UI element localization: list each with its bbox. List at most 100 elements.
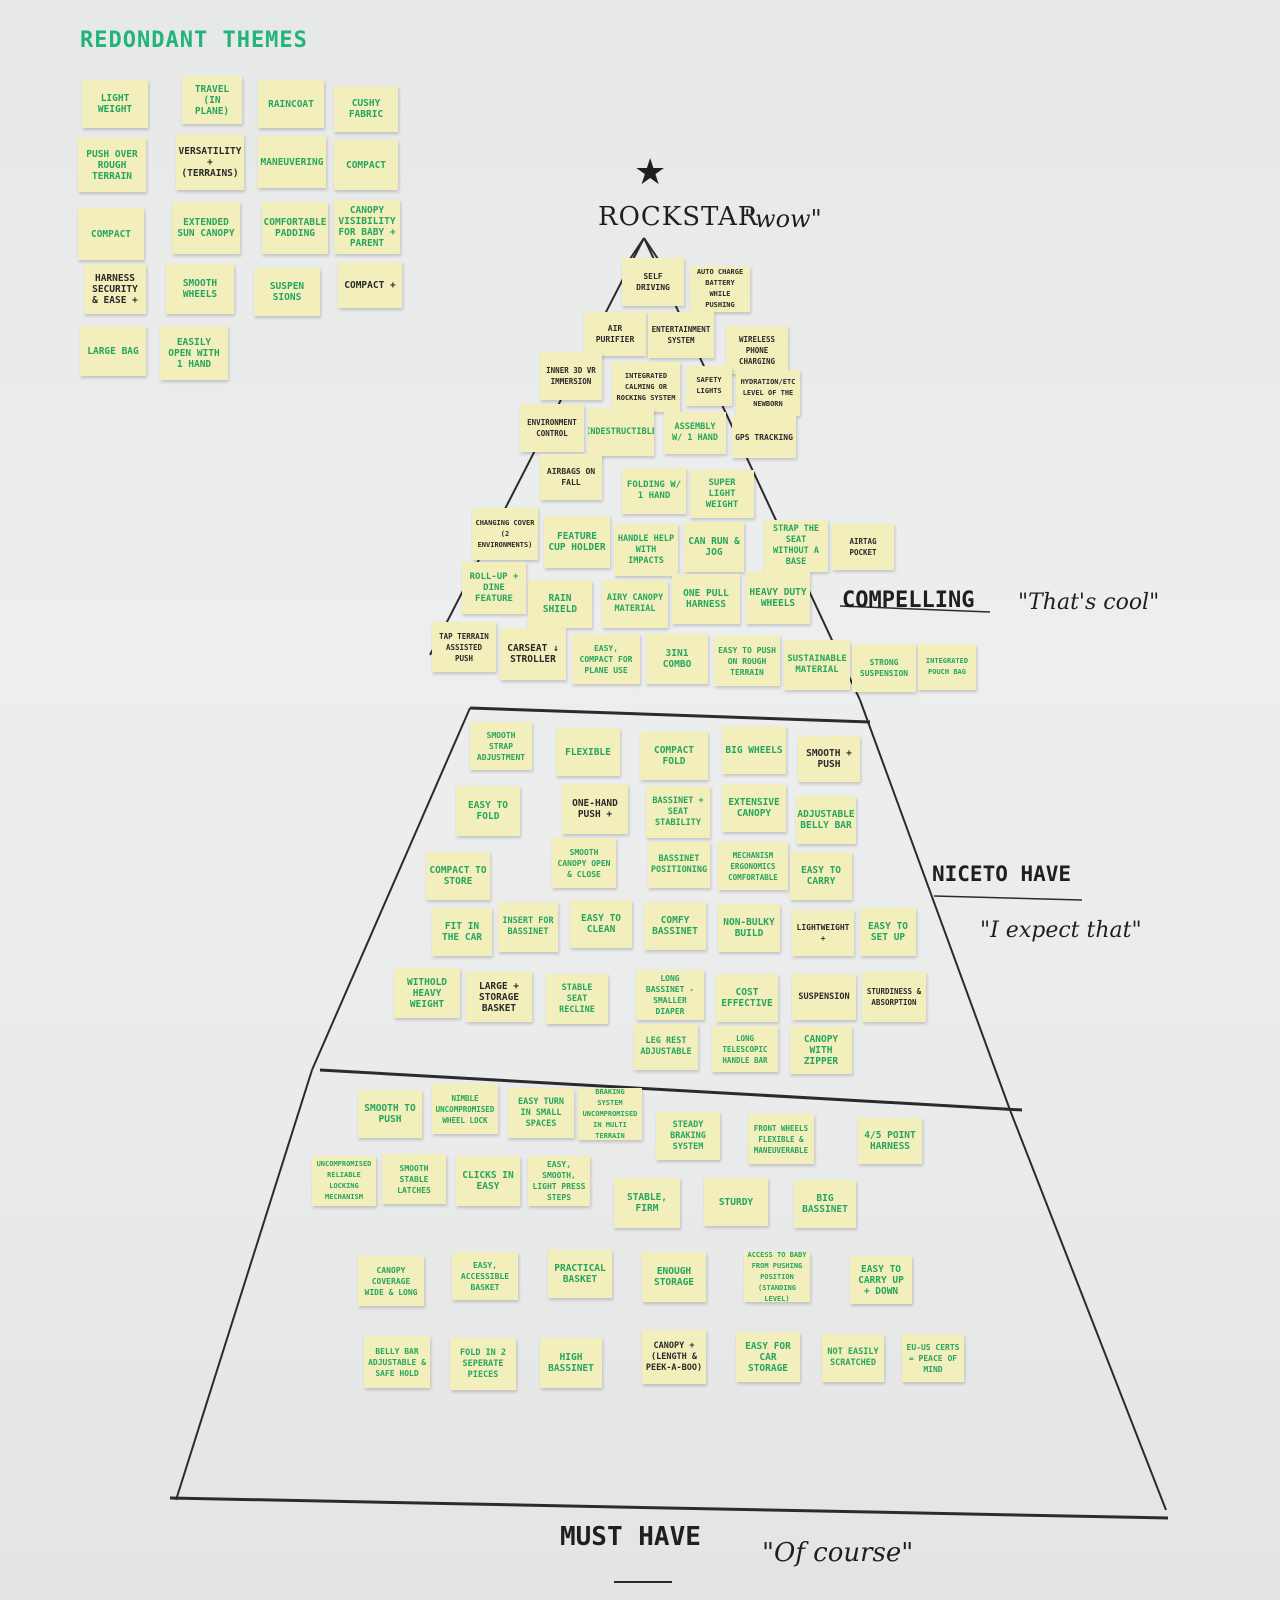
sticky-note: EASY, SMOOTH, LIGHT PRESS STEPS: [528, 1156, 590, 1206]
sticky-note: CANOPY + (LENGTH & PEEK-A-BOO): [642, 1330, 706, 1384]
sticky-note: LARGE BAG: [80, 326, 146, 376]
sticky-note: EXTENDED SUN CANOPY: [172, 202, 240, 254]
sticky-note: INDESTRUCTIBLE: [588, 408, 654, 456]
sticky-note: BIG WHEELS: [722, 726, 786, 774]
sticky-note: ASSEMBLY W/ 1 HAND: [664, 412, 726, 454]
sticky-note: INNER 3D VR IMMERSION: [540, 352, 602, 400]
sticky-note: ENOUGH STORAGE: [642, 1252, 706, 1302]
sticky-note: ROLL-UP + DINE FEATURE: [462, 562, 526, 614]
top-star-icon: ★: [634, 152, 666, 193]
must-have-quote: "Of course": [762, 1538, 913, 1568]
sticky-note: SMOOTH STABLE LATCHES: [382, 1154, 446, 1204]
sticky-note: INTEGRATED POUCH BAG: [918, 644, 976, 690]
sticky-note: EASY, ACCESSIBLE BASKET: [452, 1252, 518, 1300]
sticky-note: Smooth wheels: [166, 264, 234, 314]
sticky-note: LONG BASSINET -SMALLER DIAPER: [636, 970, 704, 1020]
sticky-note: 3IN1 COMBO: [646, 634, 708, 684]
sticky-note: HIGH BASSINET: [540, 1338, 602, 1388]
sticky-note: ENVIRONMENT CONTROL: [520, 404, 584, 452]
sticky-note: SELF DRIVING: [622, 258, 684, 306]
compelling-quote: "That's cool": [1018, 590, 1159, 615]
sticky-note: STRAP THE SEAT WITHOUT A BASE: [764, 520, 828, 572]
sticky-note: MANEUVERING: [258, 136, 326, 188]
sticky-note: INSERT FOR BASSINET: [498, 902, 558, 952]
sticky-note: STRONG SUSPENSION: [852, 644, 916, 692]
sticky-note: BASSINET POSITIONING: [648, 842, 710, 888]
sticky-note: FEATURE CUP HOLDER: [544, 516, 610, 568]
rockstar-title: ROCKSTAR: [598, 202, 758, 232]
sticky-note: EU-US CERTS = PEACE OF MIND: [902, 1334, 964, 1382]
sticky-note: SMOOTH TO PUSH: [358, 1090, 422, 1138]
sticky-note: COMPACT TO STORE: [426, 852, 490, 900]
rockstar-quote: "wow": [744, 205, 822, 233]
sticky-note: WIRELESS PHONE CHARGING: [726, 326, 788, 374]
redundant-themes-title: REDONDANT THEMES: [80, 28, 308, 53]
sticky-note: SUPER LIGHT WEIGHT: [690, 470, 754, 518]
sticky-note: HYDRATION/ETC LEVEL OF THE NEWBORN: [736, 370, 800, 416]
sticky-note: AIRBAGS ON FALL: [540, 454, 602, 500]
sticky-note: COMPACT +: [338, 262, 402, 308]
sticky-note: TRAVEL (IN PLANE): [182, 76, 242, 124]
sticky-note: CANOPY VISIBILITY FOR BABY + PARENT: [334, 200, 400, 254]
nice-to-have-quote: "I expect that": [980, 918, 1142, 943]
sticky-note: RAIN SHIELD: [528, 580, 592, 628]
sticky-note: CARSEAT ↓ STROLLER: [500, 628, 566, 680]
sticky-note: LIGHTWEIGHT +: [792, 910, 854, 956]
sticky-note: Comfortable padding: [262, 202, 328, 254]
sticky-note: COST EFFECTIVE: [716, 974, 778, 1022]
sticky-note: EASY TO CLEAN: [570, 900, 632, 948]
sticky-note: SMOOTH STRAP ADJUSTMENT: [470, 722, 532, 770]
sticky-note: RAINCOAT: [258, 80, 324, 128]
sticky-note: HARNESS SECURITY & EASE +: [84, 264, 146, 314]
sticky-note: EASILY OPEN WITH 1 HAND: [160, 326, 228, 380]
sticky-note: HEAVY DUTY WHEELS: [746, 572, 810, 624]
sticky-note: BIG BASSINET: [794, 1180, 856, 1228]
sticky-note: FLEXIBLE: [556, 728, 620, 776]
sticky-note: NOT EASILY SCRATCHED: [822, 1334, 884, 1382]
compelling-title: COMPELLING: [842, 588, 974, 613]
sticky-note: SAFETY LIGHTS: [686, 366, 732, 406]
sticky-note: EASY TO CARRY UP + DOWN: [850, 1256, 912, 1304]
sticky-note: HANDLE HELP WITH IMPACTS: [614, 524, 678, 576]
sticky-note: 4/5 POINT HARNESS: [858, 1118, 922, 1164]
sticky-note: EASY TURN IN SMALL SPACES: [508, 1088, 574, 1138]
sticky-note: LARGE + STORAGE BASKET: [466, 972, 532, 1022]
sticky-note: FOLD IN 2 SEPERATE PIECES: [450, 1338, 516, 1390]
sticky-note: TAP TERRAIN ASSISTED PUSH: [432, 622, 496, 672]
sticky-note: EASY TO CARRY: [790, 852, 852, 900]
sticky-note: COMPACT FOLD: [640, 732, 708, 780]
sticky-note: BASSINET + SEAT STABILITY: [646, 786, 710, 838]
sticky-note: INTEGRATED CALMING OR ROCKING SYSTEM: [612, 362, 680, 412]
sticky-note: SUSPENSION: [792, 974, 856, 1020]
sticky-note: LIGHT WEIGHT: [82, 80, 148, 128]
sticky-note: NON-BULKY BUILD: [718, 904, 780, 952]
sticky-note: ACCESS TO BABY FROM PUSHING POSITION (ST…: [744, 1252, 810, 1302]
sticky-note: STURDINESS & ABSORPTION: [862, 972, 926, 1022]
sticky-note: UNCOMPROMISED RELIABLE LOCKING MECHANISM: [312, 1156, 376, 1206]
sticky-note: EASY FOR CAR STORAGE: [736, 1332, 800, 1382]
sticky-note: SUSTAINABLE MATERIAL: [784, 640, 850, 690]
sticky-note: AIR PURIFIER: [584, 312, 646, 356]
sticky-note: NIMBLE UNCOMPROMISED WHEEL LOCK: [432, 1084, 498, 1134]
sticky-note: ONE PULL HARNESS: [672, 574, 740, 624]
sticky-note: CANOPY WITH ZIPPER: [790, 1026, 852, 1074]
sticky-note: PUSH OVER ROUGH TERRAIN: [78, 138, 146, 192]
sticky-note: EASY, COMPACT FOR PLANE USE: [572, 634, 640, 684]
sticky-note: EASY TO PUSH ON ROUGH TERRAIN: [714, 636, 780, 686]
sticky-note: VERSATILITY + (TERRAINS): [176, 134, 244, 190]
sticky-note: CLICKS IN EASY: [456, 1156, 520, 1206]
sticky-note: STEADY BRAKING SYSTEM: [656, 1112, 720, 1160]
sticky-note: AIRTAG POCKET: [832, 524, 894, 570]
sticky-note: FOLDING W/ 1 HAND: [622, 468, 686, 514]
sticky-note: COMPACT: [334, 140, 398, 190]
sticky-note: STURDY: [704, 1178, 768, 1226]
sticky-note: COMPACT: [78, 208, 144, 260]
sticky-note: FRONT WHEELS FLEXIBLE & MANEUVERABLE: [748, 1114, 814, 1164]
sticky-note: EASY TO SET UP: [860, 908, 916, 956]
sticky-note: FIT IN THE CAR: [432, 908, 492, 956]
sticky-note: STABLE SEAT RECLINE: [546, 974, 608, 1024]
sticky-note: STABLE, FIRM: [614, 1178, 680, 1228]
sticky-note: CANOPY COVERAGE WIDE & LONG: [358, 1256, 424, 1306]
sticky-note: ADJUSTABLE BELLY BAR: [796, 796, 856, 844]
